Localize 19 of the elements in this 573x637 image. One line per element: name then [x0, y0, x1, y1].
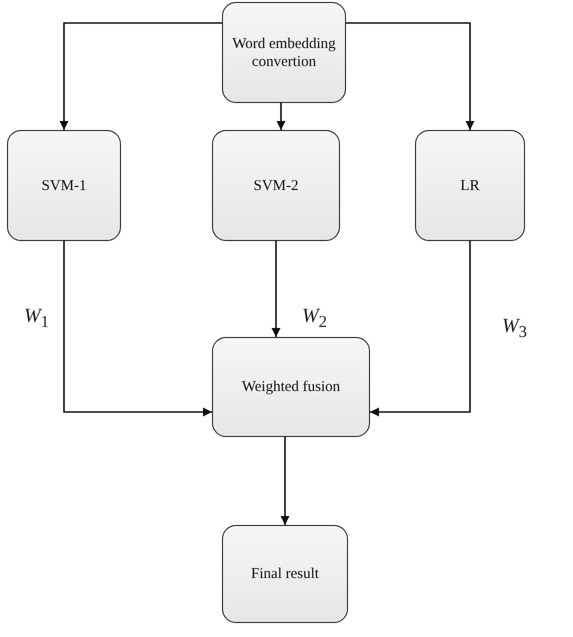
arrow — [346, 22, 474, 130]
arrow — [272, 241, 280, 337]
arrow — [280, 437, 290, 525]
box-label: Word embedding convertion — [231, 34, 337, 70]
process-box — [415, 130, 525, 241]
box-label: Weighted fusion — [242, 378, 340, 396]
box-label: SVM-2 — [253, 176, 298, 194]
arrow — [370, 241, 471, 416]
process-box — [212, 337, 370, 437]
box-label: Final result — [251, 565, 319, 583]
box-label: LR — [460, 176, 480, 194]
process-box — [222, 525, 348, 623]
process-box — [222, 2, 346, 103]
process-box — [7, 130, 121, 241]
process-box — [212, 130, 340, 241]
arrow — [60, 22, 222, 130]
box-label: SVM-1 — [41, 176, 86, 194]
arrow — [63, 241, 212, 416]
arrow — [276, 103, 286, 130]
